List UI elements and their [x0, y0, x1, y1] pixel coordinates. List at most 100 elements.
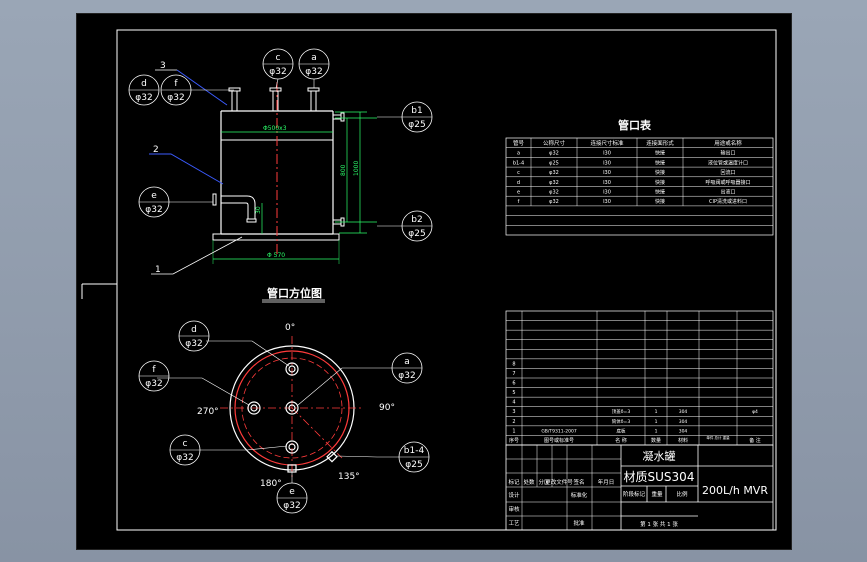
- svg-text:b1-4: b1-4: [404, 446, 425, 456]
- nozzle-header-1: 公称尺寸: [543, 139, 566, 147]
- bom-no: 3: [512, 409, 515, 415]
- leader-1: 1: [155, 265, 161, 275]
- bom-qty: 1: [655, 428, 658, 434]
- svg-text:批准: 批准: [573, 519, 585, 527]
- nozzle-cell: 快接: [655, 150, 665, 157]
- callout-a-front: a φ32: [298, 48, 330, 80]
- nozzle-cell: d: [517, 180, 520, 186]
- svg-text:φ32: φ32: [145, 205, 162, 215]
- dim-inner-dia: Φ500x3: [263, 125, 287, 132]
- bom-name: 底板: [617, 427, 626, 434]
- nozzle-header-4: 用途或名称: [714, 139, 742, 147]
- nozzle-cell: 快接: [655, 189, 665, 196]
- nozzle-cell: b1-4: [513, 160, 524, 166]
- svg-text:设计: 设计: [508, 491, 520, 499]
- svg-text:年月日: 年月日: [598, 478, 615, 486]
- nozzle-cell: I30: [603, 170, 611, 176]
- svg-text:工艺: 工艺: [508, 520, 520, 527]
- svg-text:φ25: φ25: [408, 120, 425, 130]
- bom-no: 2: [512, 419, 515, 425]
- svg-text:d: d: [141, 79, 147, 89]
- nozzle-table-title: 管口表: [618, 118, 652, 132]
- nozzle-cell: φ32: [549, 180, 559, 186]
- bom-header-5: 备 注: [749, 437, 761, 444]
- svg-text:φ32: φ32: [398, 371, 415, 381]
- svg-text:φ32: φ32: [176, 453, 193, 463]
- svg-text:审核: 审核: [508, 505, 520, 513]
- nozzle-cell: 快接: [655, 179, 665, 186]
- nozzle-cell: φ32: [549, 170, 559, 176]
- svg-text:φ32: φ32: [167, 93, 184, 103]
- front-view: Φ500x3 Φ 570 800 1000 30 3 2 1: [128, 48, 433, 275]
- callout-d-front: d φ32: [128, 74, 160, 106]
- bom-mat: 304: [679, 409, 688, 415]
- nozzle-cell: I30: [603, 190, 611, 196]
- drawing-sheet: Φ500x3 Φ 570 800 1000 30 3 2 1: [77, 14, 791, 549]
- bom-header-2: 名 称: [615, 437, 627, 444]
- angle-90: 90°: [379, 403, 395, 413]
- svg-text:d: d: [191, 325, 197, 335]
- nozzle-header-2: 连接尺寸标准: [590, 139, 624, 147]
- angle-180: 180°: [260, 479, 282, 489]
- bom-header-3: 数量: [651, 437, 661, 444]
- svg-text:阶段标记: 阶段标记: [623, 490, 646, 498]
- svg-text:标记: 标记: [508, 478, 520, 486]
- nozzle-cell: e: [517, 190, 520, 196]
- nozzle-cell: 回流口: [720, 169, 735, 176]
- nozzle-cell: φ32: [549, 199, 559, 205]
- callout-c-front: c φ32: [262, 48, 294, 80]
- callout-d-plan: d φ32: [178, 320, 210, 352]
- plan-view: 管口方位图 0° 90° 180° 270° 135°: [138, 286, 430, 514]
- callout-b-plan: b1-4 φ25: [398, 441, 430, 473]
- svg-text:φ32: φ32: [305, 67, 322, 77]
- svg-text:a: a: [311, 53, 317, 63]
- part-material: 材质SUS304: [624, 470, 695, 484]
- nozzle-cell: φ25: [549, 160, 559, 166]
- leader-2: 2: [153, 145, 159, 155]
- bom-no: 6: [512, 381, 515, 387]
- bom-mat: 304: [679, 428, 688, 434]
- callout-b2-front: b2 φ25: [401, 210, 433, 242]
- callout-f-front: f φ32: [160, 74, 192, 106]
- bom-header-1: 图号或标准号: [544, 437, 574, 444]
- svg-text:b1: b1: [411, 106, 422, 116]
- nozzle-cell: I30: [603, 160, 611, 166]
- nozzle-cell: I30: [603, 199, 611, 205]
- svg-text:f: f: [174, 79, 178, 89]
- nozzle-cell: a: [517, 151, 520, 157]
- svg-text:c: c: [183, 439, 188, 449]
- angle-0: 0°: [285, 323, 295, 333]
- bom-code: GB/T9311-2007: [541, 428, 577, 434]
- bom-weight-header: 单件 总计 重量: [706, 435, 730, 440]
- bom-no: 4: [512, 400, 515, 406]
- svg-text:φ25: φ25: [408, 229, 425, 239]
- bom-mat: 304: [679, 419, 688, 425]
- svg-text:处数: 处数: [523, 478, 535, 486]
- callout-b1-front: b1 φ25: [401, 101, 433, 133]
- callout-a-plan: a φ32: [391, 352, 423, 384]
- dim-h-inner: 800: [340, 164, 347, 176]
- svg-text:φ32: φ32: [145, 379, 162, 389]
- svg-text:比例: 比例: [676, 490, 688, 498]
- svg-text:重量: 重量: [651, 490, 663, 498]
- svg-text:φ32: φ32: [269, 67, 286, 77]
- angle-270: 270°: [197, 407, 219, 417]
- nozzle-cell: f: [518, 199, 520, 205]
- nozzle-cell: I30: [603, 180, 611, 186]
- bom-qty: 1: [655, 409, 658, 415]
- project-name: 200L/h MVR: [702, 484, 768, 497]
- callout-c-plan: c φ32: [169, 434, 201, 466]
- drawing-frame: [116, 29, 777, 531]
- part-name: 凝水罐: [643, 449, 676, 463]
- bom-no: 1: [512, 428, 515, 434]
- nozzle-cell: 快接: [655, 198, 665, 205]
- svg-text:签名: 签名: [573, 478, 584, 486]
- svg-text:φ32: φ32: [283, 501, 300, 511]
- dim-h-outer: 1000: [353, 161, 360, 176]
- bom-header-4: 材料: [678, 437, 688, 444]
- nozzle-header-3: 连接面形式: [646, 139, 674, 147]
- svg-text:e: e: [289, 487, 295, 497]
- dim-base-dia: Φ 570: [267, 252, 285, 259]
